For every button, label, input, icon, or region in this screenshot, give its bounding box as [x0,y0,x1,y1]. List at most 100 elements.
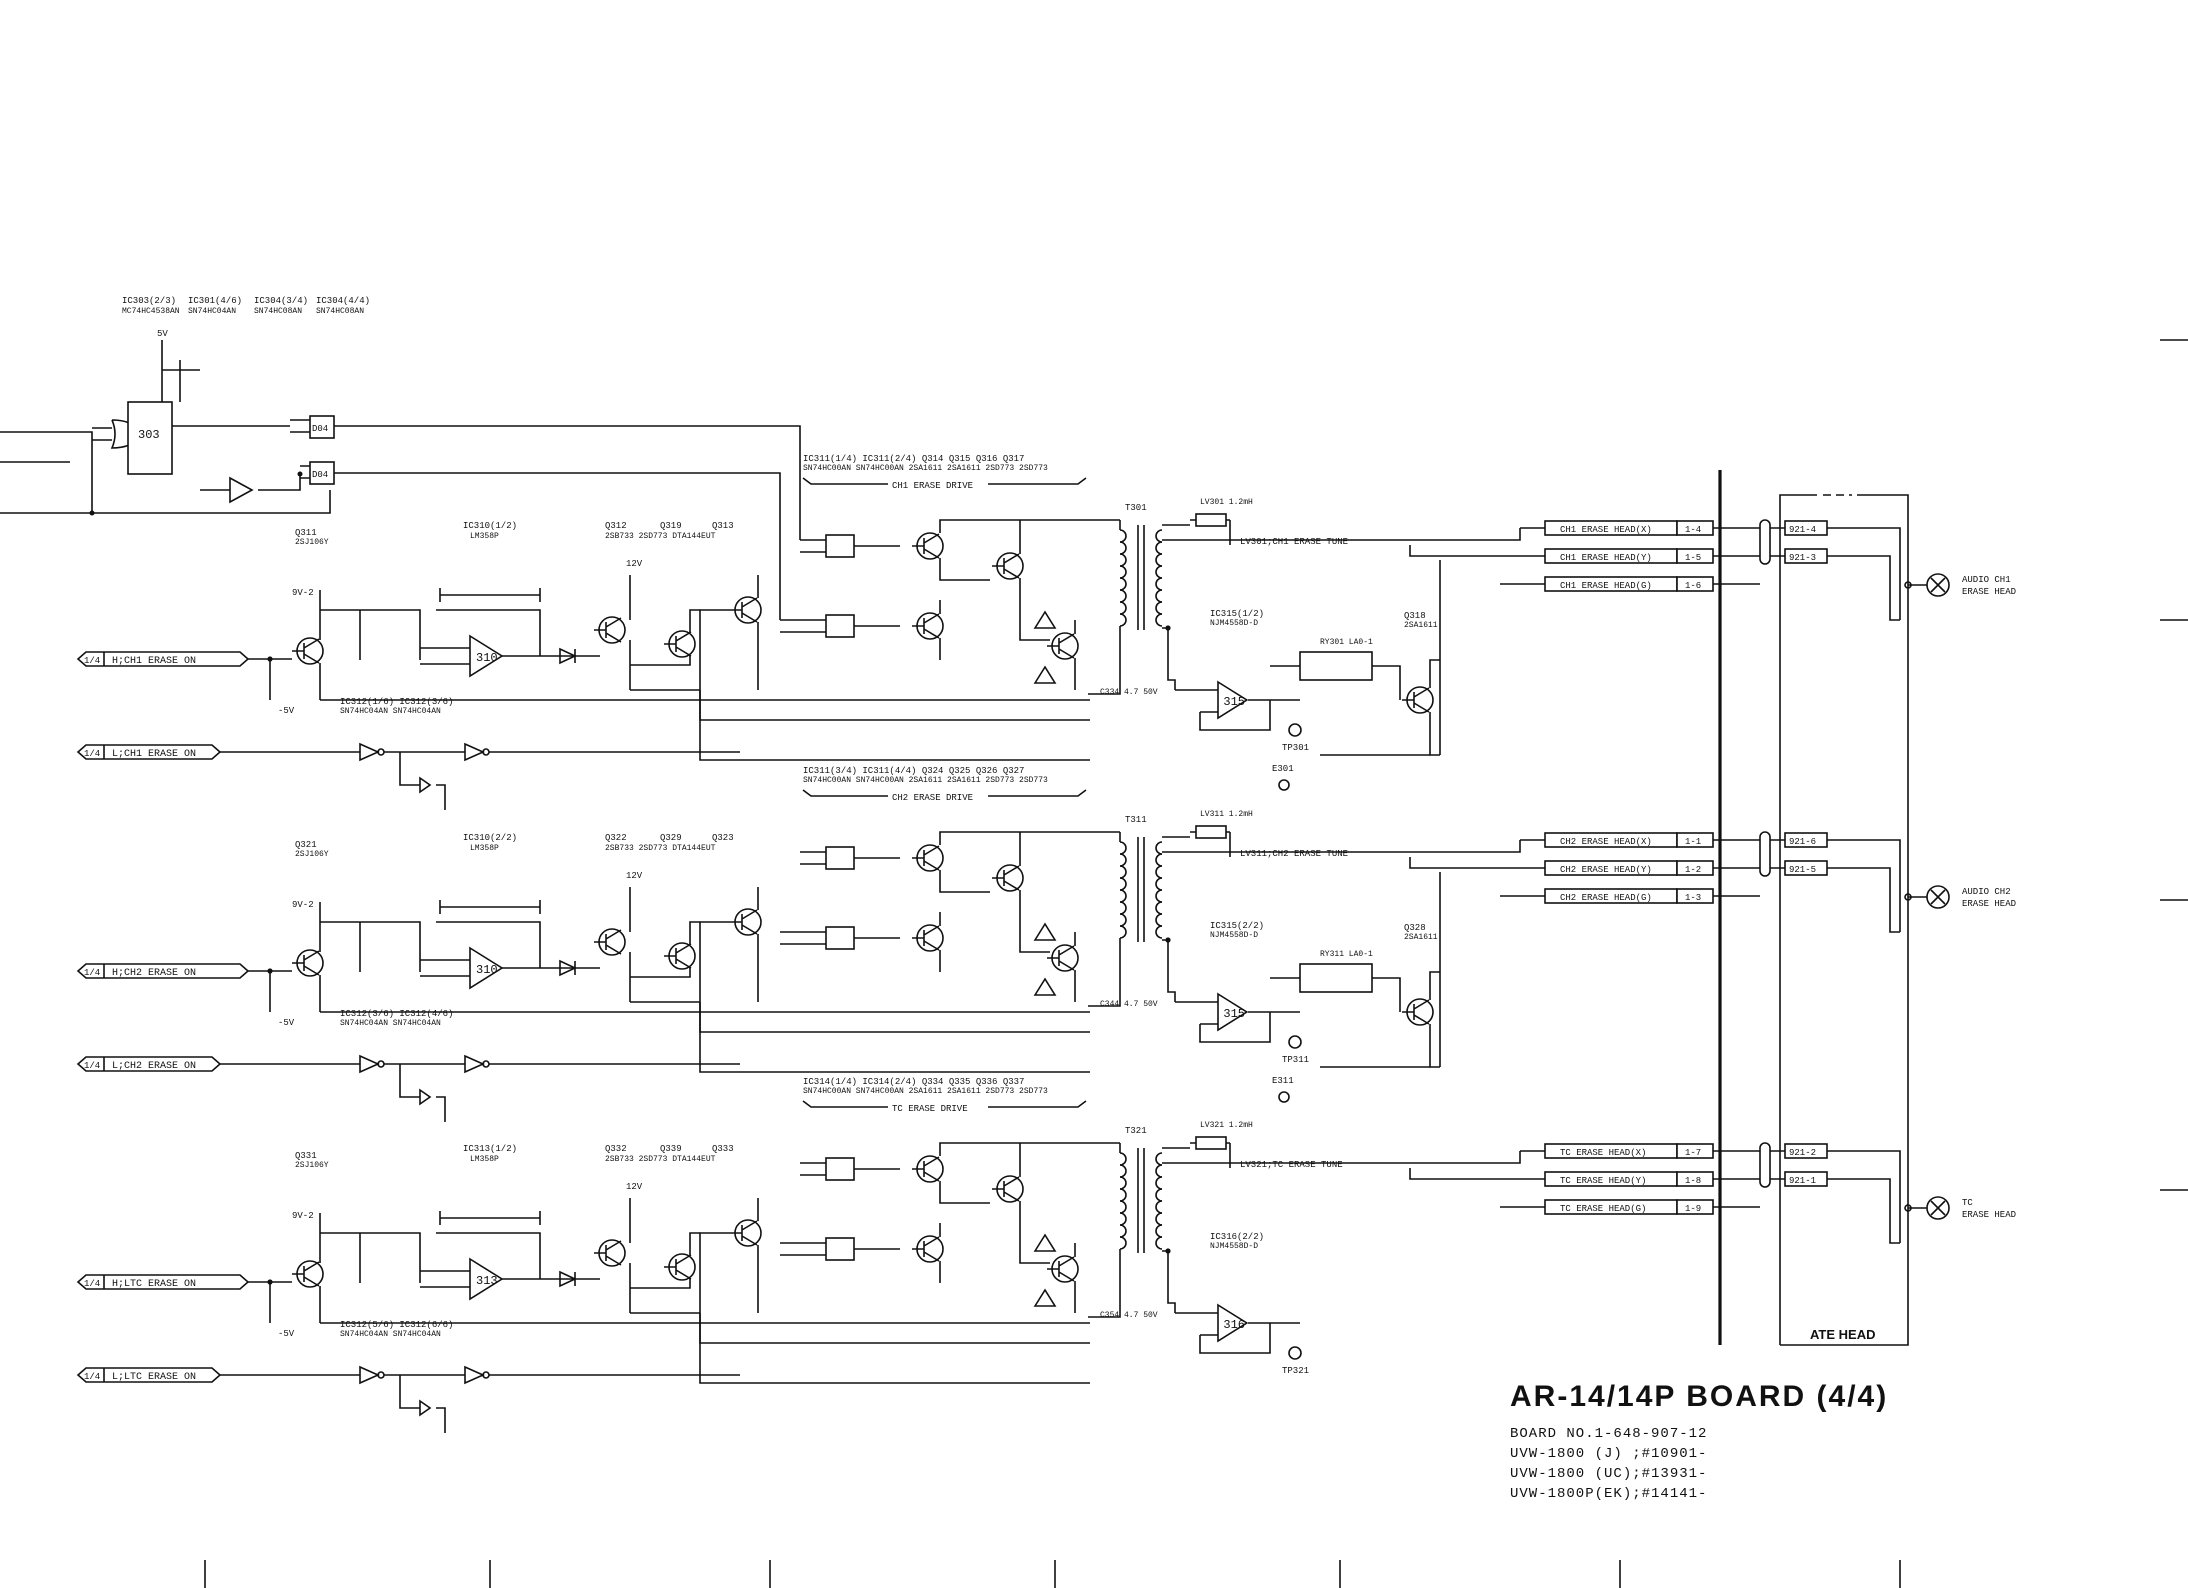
q-b-ref: Q329 [660,833,682,843]
header-ic-label: IC304(3/4) [254,296,308,306]
drive-ic-labels: IC311(3/4) IC311(4/4) Q324 Q325 Q326 Q32… [803,766,1024,776]
supply-neg-label: -5V [278,706,295,716]
drive-title: CH1 ERASE DRIVE [892,481,973,491]
erase-head-connector[interactable]: CH2 ERASE HEAD(X)1-1 [1544,832,1714,848]
erase-head-connector[interactable]: CH2 ERASE HEAD(G)1-3 [1544,888,1714,904]
erase-head-label: CH1 ERASE HEAD(G) [1560,581,1652,591]
input-l-label: L;LTC ERASE ON [112,1372,196,1383]
supply-12v-label: 12V [626,559,643,569]
erase-head-connector[interactable]: CH1 ERASE HEAD(Y)1-5 [1544,548,1714,564]
erase-head-pin: 1-2 [1685,865,1701,875]
inv-part-labels: SN74HC04AN SN74HC04AN [340,1330,441,1339]
q-c-ref: Q323 [712,833,734,843]
transformer-ref: T321 [1125,1126,1147,1136]
output-cap-label: C354 4.7 50V [1100,1311,1158,1320]
q-power-upper [992,552,1024,580]
output-cap-label: C334 4.7 50V [1100,688,1158,697]
connector-921-label: 921-4 [1789,525,1816,535]
q-drive-lower [912,612,944,640]
q-b-ref: Q339 [660,1144,682,1154]
q-c-ref: Q333 [712,1144,734,1154]
fet-ref: Q311 [295,528,317,538]
relay-label: RY311 LA0-1 [1320,950,1373,959]
erase-head-connector[interactable]: TC ERASE HEAD(X)1-7 [1544,1143,1714,1159]
test-point[interactable] [1288,1035,1302,1049]
q-power-lower [1047,632,1079,660]
erase-head-pin: 1-7 [1685,1148,1701,1158]
connector-921-label: 921-1 [1789,1176,1816,1186]
q-c-transistor [730,1219,762,1247]
supply-12v-label: 12V [626,871,643,881]
input-l-number: 1/4 [84,1061,100,1071]
q-power-lower [1047,1255,1079,1283]
ferrite-bead [1759,831,1771,877]
q-a-ref: Q322 [605,833,627,843]
inverter-b [464,742,490,762]
output-cap-label: C344 4.7 50V [1100,1000,1158,1009]
head-name-line: ERASE HEAD [1962,587,2016,597]
fet-ref: Q331 [295,1151,317,1161]
amp-part-label: LM358P [470,844,499,853]
erase-head-pin: 1-9 [1685,1204,1701,1214]
erase-head-label: CH2 ERASE HEAD(X) [1560,837,1652,847]
opamp-amp-number: 313 [476,1274,498,1288]
buffer-ic-label: IC315(2/2) [1210,921,1264,931]
erase-head-connector[interactable]: CH1 ERASE HEAD(G)1-6 [1544,576,1714,592]
q-drive-upper [912,532,944,560]
erase-head-label: CH1 ERASE HEAD(Y) [1560,553,1652,563]
buffer-opamp: 315 [1217,992,1249,1032]
supply-label: 5V [157,329,168,339]
connector-921-label: 921-3 [1789,553,1816,563]
test-point[interactable] [1288,1346,1302,1360]
erase-head-connector[interactable]: TC ERASE HEAD(Y)1-8 [1544,1171,1714,1187]
amp-part-label: LM358P [470,1155,499,1164]
header-part-label: SN74HC08AN [254,307,302,316]
q-parts-labels: 2SB733 2SD773 DTA144EUT [605,844,716,853]
ic303-box [127,401,173,475]
head-name-line: ERASE HEAD [1962,899,2016,909]
connector-921-label: 921-6 [1789,837,1816,847]
input-l-label: L;CH2 ERASE ON [112,1061,196,1072]
input-h-label: H;LTC ERASE ON [112,1279,196,1290]
q-a-transistor [594,928,626,956]
inverter-a [359,742,385,762]
erase-head-symbol [1904,1196,1950,1220]
head-name-line: AUDIO CH1 [1962,575,2011,585]
fet-part: 2SJ106Y [295,1161,329,1170]
erase-head-connector[interactable]: TC ERASE HEAD(G)1-9 [1544,1199,1714,1215]
head-name-line: TC [1962,1198,1973,1208]
q-power-lower [1047,944,1079,972]
erase-head-label: CH2 ERASE HEAD(Y) [1560,865,1652,875]
relay-box [1299,651,1373,681]
input-l-erase-on[interactable]: 1/4 L;CH2 ERASE ON [76,1056,222,1072]
model-line: UVW-1800 (J) ;#10901- [1510,1446,1708,1462]
test-point-label: TP311 [1282,1055,1309,1065]
coil-ref: LV311 1.2mH [1200,810,1253,819]
buffer-part-label: NJM4558D-D [1210,619,1258,628]
ferrite-bead [1759,1142,1771,1188]
buffer-ic-label: IC316(2/2) [1210,1232,1264,1242]
header-part-label: SN74HC04AN [188,307,236,316]
inv-ic-labels: IC312(3/6) IC312(4/6) [340,1009,453,1019]
tune-label: LV321;TC ERASE TUNE [1240,1160,1343,1170]
test-point[interactable] [1288,723,1302,737]
transformer [1119,1148,1163,1253]
ic303-number: 303 [138,428,160,442]
q-a-transistor [594,616,626,644]
input-h-number: 1/4 [84,656,100,666]
erase-head-connector[interactable]: CH2 ERASE HEAD(Y) 1-2 [1544,860,1714,876]
inverter-b [464,1365,490,1385]
coil-symbol [1195,825,1227,839]
opamp-amp: 310 [469,946,504,990]
erase-head-connector[interactable]: CH1 ERASE HEAD(X)1-4 [1544,520,1714,536]
fet-transistor [292,1260,324,1288]
fet-ref: Q321 [295,840,317,850]
ground-point [1278,779,1290,791]
